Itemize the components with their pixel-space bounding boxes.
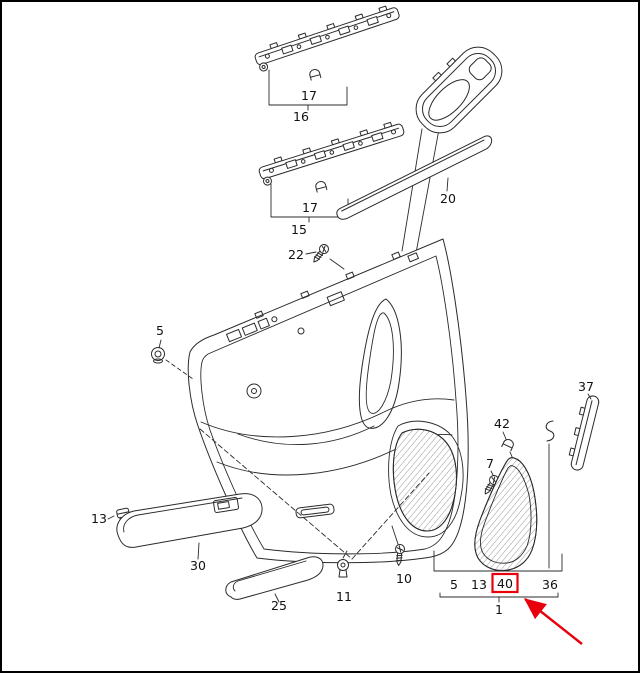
callout-5-left[interactable]: 5 xyxy=(156,323,164,338)
part-handle-trim xyxy=(415,46,503,134)
s-break-symbol xyxy=(545,420,555,569)
callout-16[interactable]: 16 xyxy=(293,109,309,124)
callout-13-left[interactable]: 13 xyxy=(91,511,107,526)
part-trim-strip-16 xyxy=(252,2,403,111)
callout-17-lower[interactable]: 17 xyxy=(302,200,318,215)
handle-trim-leader-lines xyxy=(401,123,441,254)
callout-1-assembly[interactable]: 1 xyxy=(495,602,503,617)
highlight-arrow xyxy=(524,598,583,645)
part-belt-molding-20 xyxy=(336,135,493,220)
clip-42-icon xyxy=(501,431,516,460)
part-door-panel xyxy=(187,238,469,564)
callout-25[interactable]: 25 xyxy=(271,598,287,613)
callout-group-13[interactable]: 13 xyxy=(471,577,487,592)
callout-20[interactable]: 20 xyxy=(440,191,456,206)
callout-42[interactable]: 42 xyxy=(494,416,510,431)
callout-15[interactable]: 15 xyxy=(291,222,307,237)
callout-10[interactable]: 10 xyxy=(396,571,412,586)
callout-7[interactable]: 7 xyxy=(486,456,494,471)
grommet-5-icon xyxy=(151,339,194,380)
callout-group-36[interactable]: 36 xyxy=(542,577,558,592)
clip-17-icon xyxy=(308,67,322,81)
tweeter-icon xyxy=(246,383,262,399)
switch-cutouts xyxy=(226,316,278,343)
group-bracket xyxy=(433,550,563,603)
callout-11[interactable]: 11 xyxy=(336,589,352,604)
part-speaker-cover xyxy=(474,457,538,571)
speaker-grille-hatch xyxy=(392,428,458,532)
callout-group-40-highlighted[interactable]: 40 xyxy=(497,576,513,591)
highlight-box xyxy=(491,572,519,594)
reflector-icon xyxy=(295,503,335,519)
screw-10-icon xyxy=(391,525,406,567)
clip-17-icon xyxy=(314,179,328,193)
screw-22-icon xyxy=(305,242,345,270)
callout-17-upper[interactable]: 17 xyxy=(301,88,317,103)
part-trim-strip-15 xyxy=(256,118,408,223)
part-edge-trim-37 xyxy=(568,393,600,471)
rivet-11-icon xyxy=(337,550,349,578)
part-armrest-30 xyxy=(116,493,263,560)
callout-30[interactable]: 30 xyxy=(190,558,206,573)
callout-group-5[interactable]: 5 xyxy=(450,577,458,592)
part-pull-trim-25 xyxy=(225,556,324,603)
callout-22[interactable]: 22 xyxy=(288,247,304,262)
callout-37[interactable]: 37 xyxy=(578,379,594,394)
